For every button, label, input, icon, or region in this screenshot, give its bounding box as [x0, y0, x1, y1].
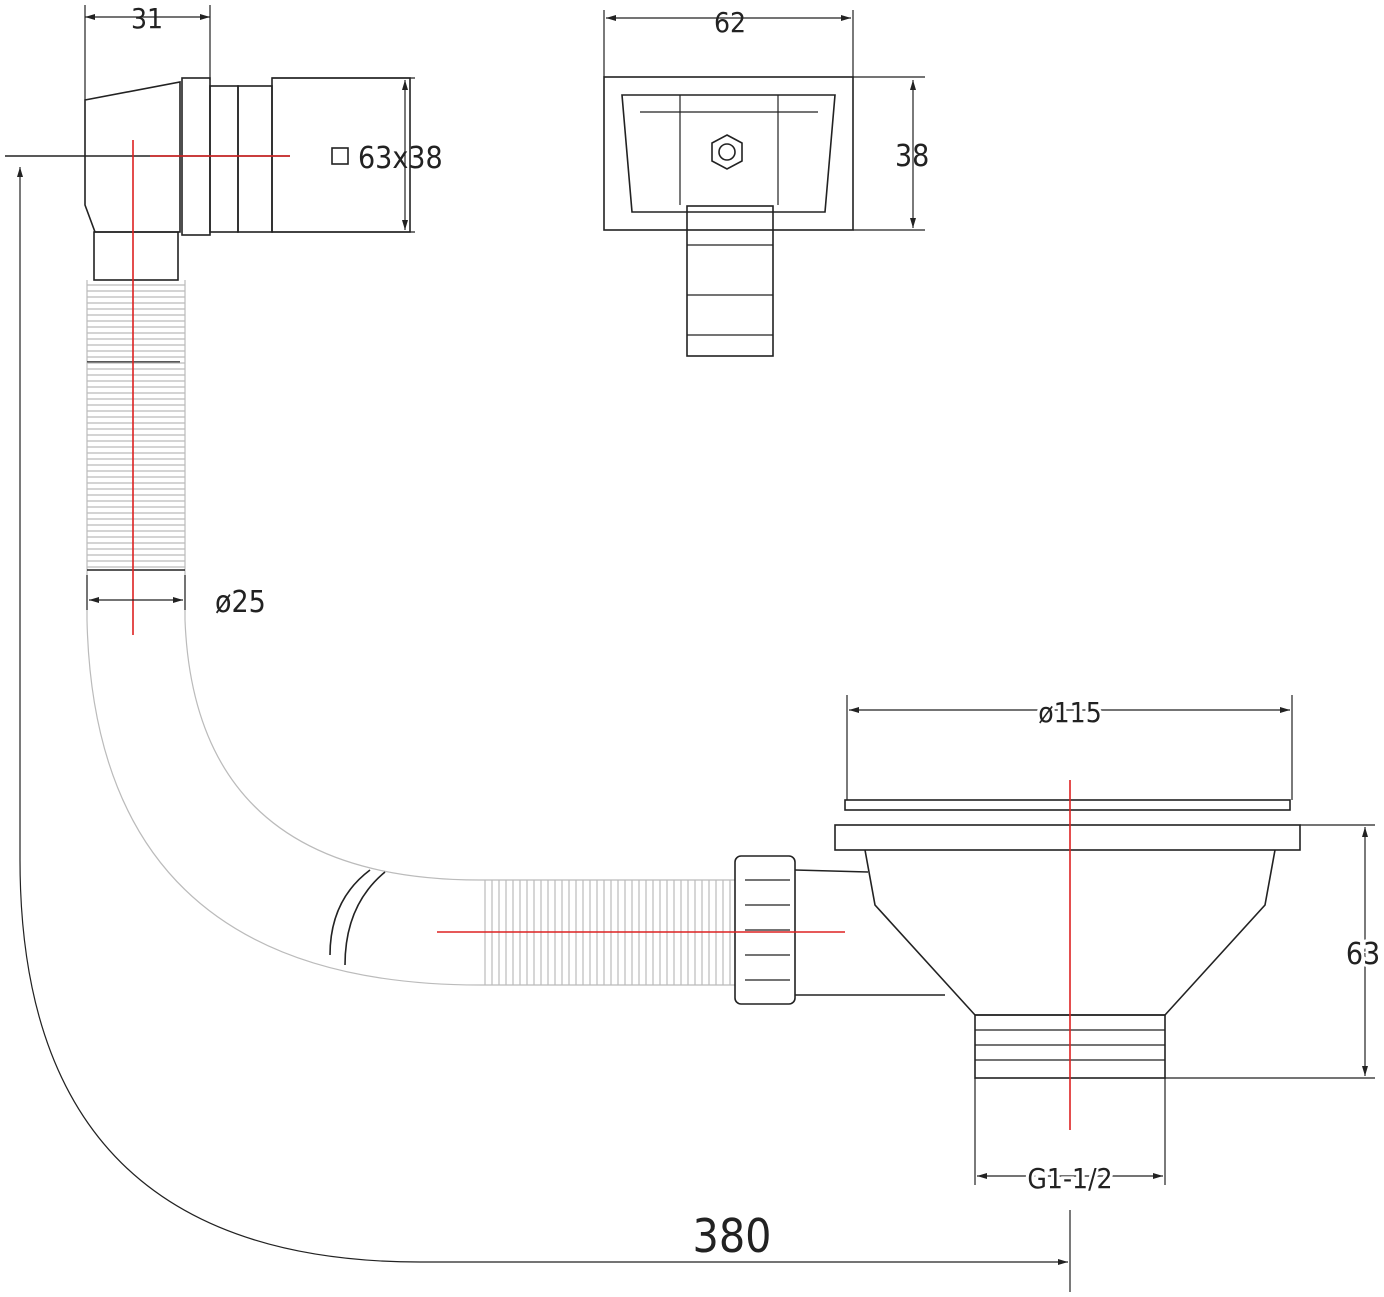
dim-strainer-height: 63: [1346, 937, 1380, 972]
basket-strainer: [734, 799, 1301, 1079]
dim-thread: G1-1/2: [1027, 1162, 1112, 1195]
dim-fitting-width: 31: [131, 2, 163, 35]
dim-overflow-height: 38: [895, 139, 929, 174]
overflow-side-view: [5, 5, 415, 281]
flexible-hose: [86, 280, 735, 986]
dim-hose-diameter: ø25: [215, 585, 266, 620]
dim-overflow-width: 62: [714, 6, 746, 39]
dim-length: 380: [693, 1209, 772, 1263]
dim-strainer-diameter: ø115: [1038, 696, 1101, 729]
dim-overflow-size: 63x38: [358, 141, 443, 176]
overflow-front-view: [603, 10, 925, 357]
